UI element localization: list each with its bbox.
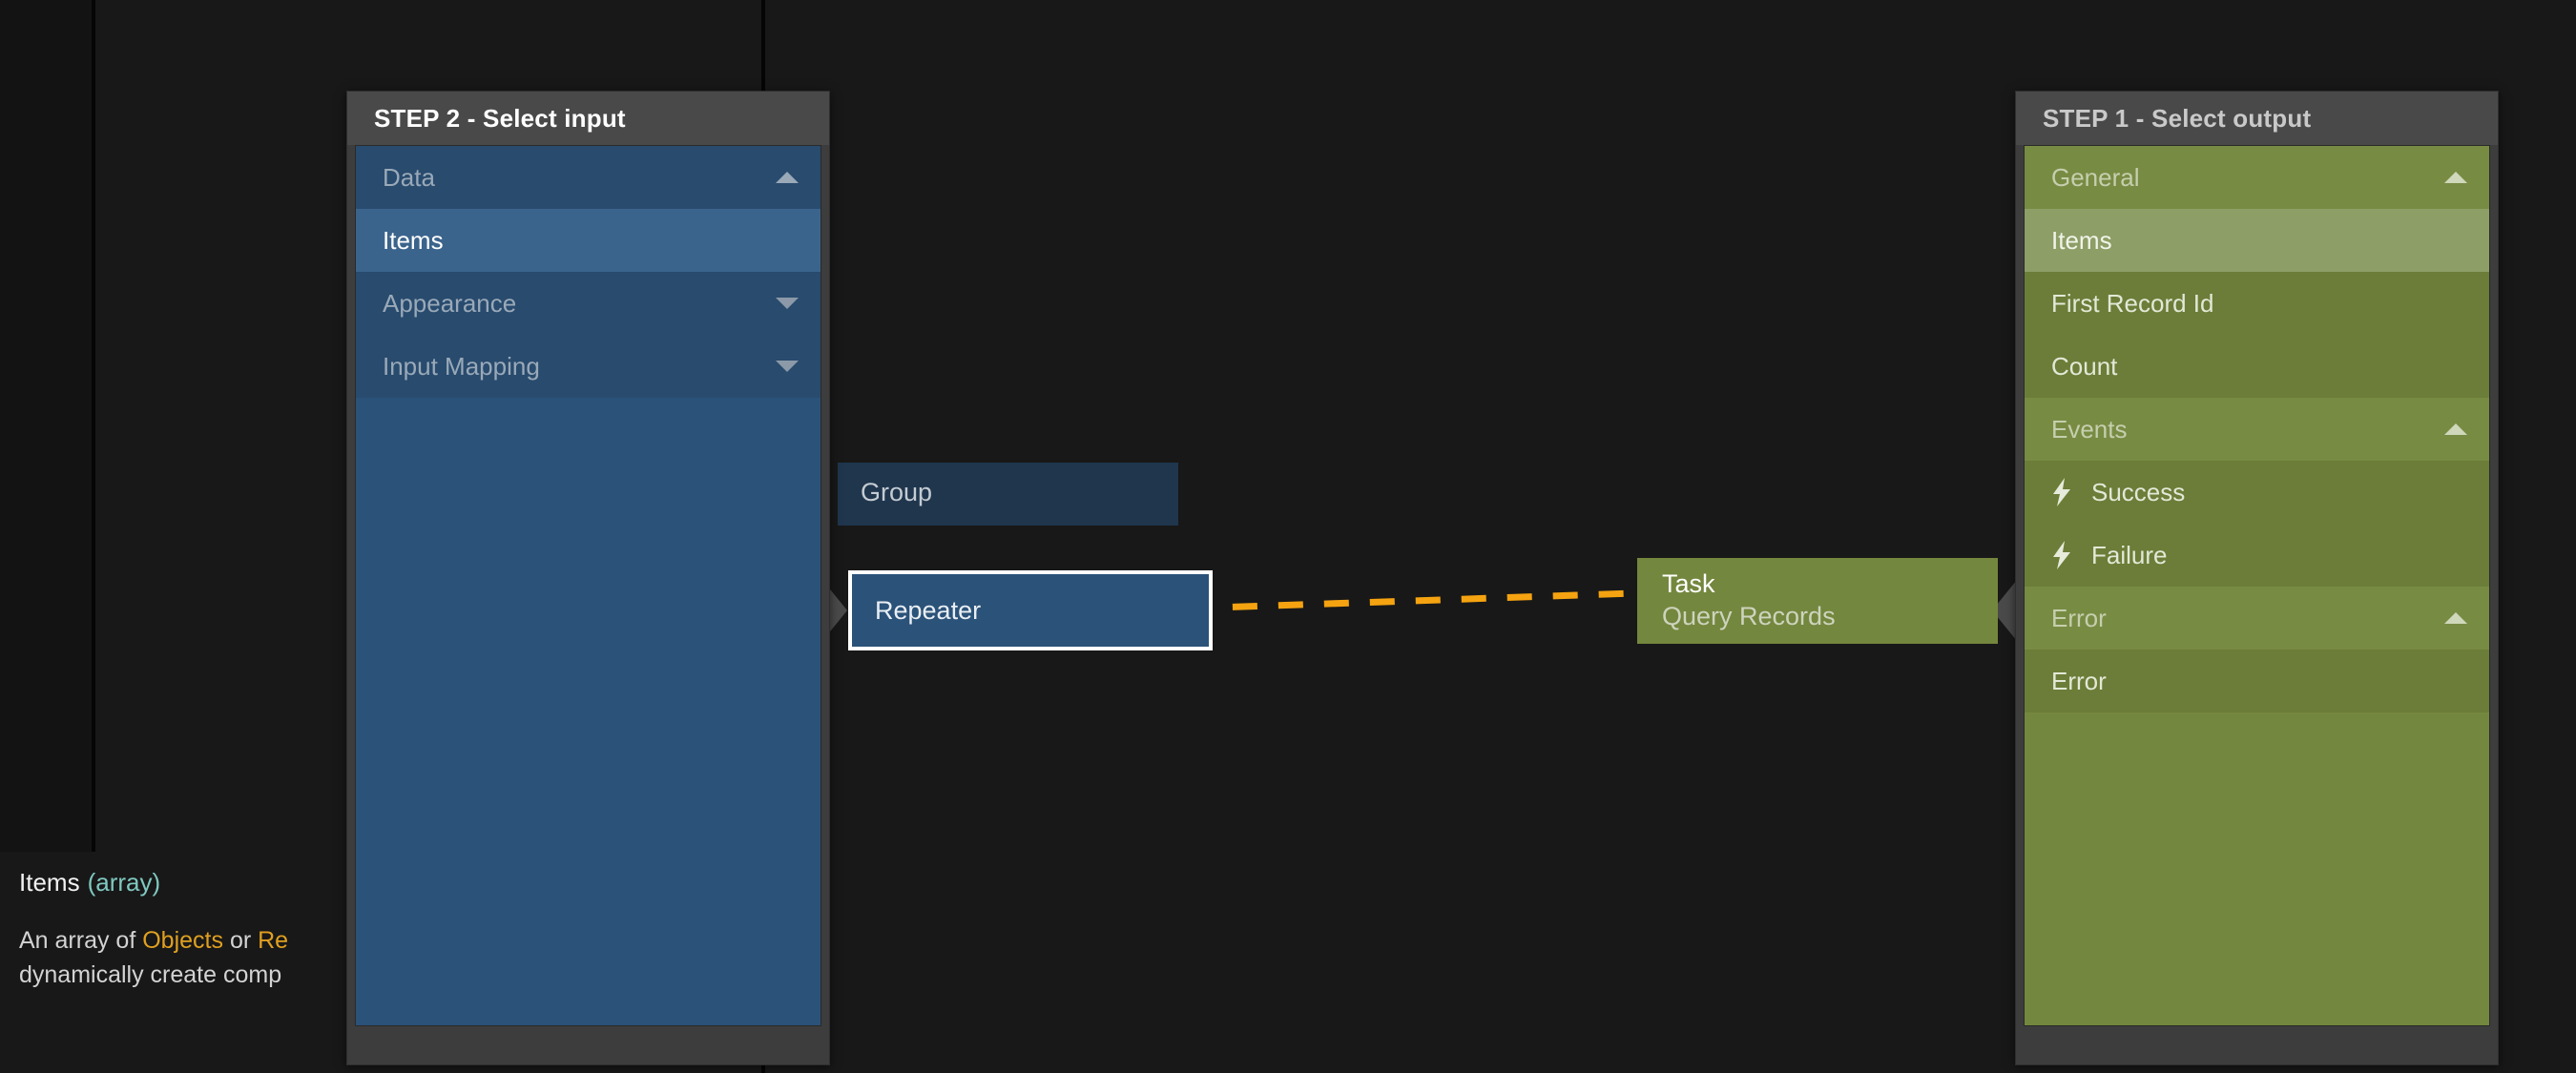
- section-header-appearance[interactable]: Appearance: [356, 272, 821, 335]
- help-desc-seg-1: An array of: [19, 927, 143, 954]
- section-header-data-label: Data: [383, 162, 435, 192]
- help-type: (array): [87, 868, 161, 897]
- help-heading: Items(array): [19, 868, 801, 898]
- output-item-error[interactable]: Error: [2025, 650, 2489, 712]
- output-item-success-label: Success: [2091, 477, 2186, 506]
- chevron-down-icon[interactable]: [775, 296, 800, 311]
- input-item-items[interactable]: Items: [356, 209, 821, 272]
- lightning-bolt-icon: [2051, 541, 2072, 569]
- select-output-panel[interactable]: STEP 1 - Select output General Items Fir…: [2015, 91, 2499, 1065]
- canvas-left-gutter: [0, 0, 92, 852]
- help-desc-line-2: dynamically create comp: [19, 960, 282, 988]
- help-desc-keyword-objects: Objects: [142, 927, 223, 954]
- section-header-general[interactable]: General: [2025, 146, 2489, 209]
- section-header-events[interactable]: Events: [2025, 398, 2489, 461]
- output-item-success[interactable]: Success: [2025, 461, 2489, 524]
- select-output-panel-body[interactable]: General Items First Record Id Count Even…: [2024, 145, 2490, 1026]
- select-output-panel-title: STEP 1 - Select output: [2016, 92, 2498, 145]
- section-header-input-mapping[interactable]: Input Mapping: [356, 335, 821, 398]
- chevron-up-icon[interactable]: [2443, 422, 2468, 437]
- chevron-up-icon[interactable]: [775, 170, 800, 185]
- output-item-first-record-id[interactable]: First Record Id: [2025, 272, 2489, 335]
- help-description: An array of Objects or Re dynamically cr…: [19, 924, 801, 992]
- input-item-items-label: Items: [383, 225, 444, 255]
- canvas-divider-left: [92, 0, 95, 852]
- output-item-failure-label: Failure: [2091, 540, 2168, 569]
- canvas-node-group[interactable]: Group: [838, 463, 1178, 526]
- output-item-items[interactable]: Items: [2025, 209, 2489, 272]
- chevron-up-icon[interactable]: [2443, 170, 2468, 185]
- section-header-events-label: Events: [2051, 414, 2128, 444]
- property-help-panel: Items(array) An array of Objects or Re d…: [19, 868, 801, 992]
- output-item-items-label: Items: [2051, 225, 2112, 255]
- node-repeater-label: Repeater: [875, 595, 982, 625]
- help-desc-seg-2: or: [223, 927, 259, 954]
- select-input-panel-title: STEP 2 - Select input: [347, 92, 829, 145]
- output-item-count-label: Count: [2051, 351, 2118, 381]
- chevron-up-icon[interactable]: [2443, 610, 2468, 626]
- output-item-error-label: Error: [2051, 666, 2107, 695]
- section-header-data[interactable]: Data: [356, 146, 821, 209]
- output-item-failure[interactable]: Failure: [2025, 524, 2489, 587]
- help-desc-keyword-records: Re: [258, 927, 289, 954]
- section-header-error-label: Error: [2051, 603, 2107, 632]
- lightning-bolt-icon: [2051, 478, 2072, 506]
- output-item-first-record-id-label: First Record Id: [2051, 288, 2214, 318]
- select-input-panel-body[interactable]: Data Items Appearance Input Mapping: [355, 145, 821, 1026]
- node-task-name-label: Query Records: [1662, 601, 1836, 630]
- node-task-kind-label: Task: [1662, 569, 1715, 598]
- chevron-down-icon[interactable]: [775, 359, 800, 374]
- output-item-count[interactable]: Count: [2025, 335, 2489, 398]
- section-header-general-label: General: [2051, 162, 2140, 192]
- select-input-panel[interactable]: STEP 2 - Select input Data Items Appeara…: [346, 91, 830, 1065]
- help-title: Items: [19, 868, 80, 897]
- section-header-appearance-label: Appearance: [383, 288, 517, 318]
- section-header-error[interactable]: Error: [2025, 587, 2489, 650]
- canvas-node-task[interactable]: Task Query Records: [1637, 558, 1998, 644]
- canvas-node-repeater[interactable]: Repeater: [848, 570, 1213, 650]
- section-header-input-mapping-label: Input Mapping: [383, 351, 540, 381]
- node-group-label: Group: [861, 478, 933, 506]
